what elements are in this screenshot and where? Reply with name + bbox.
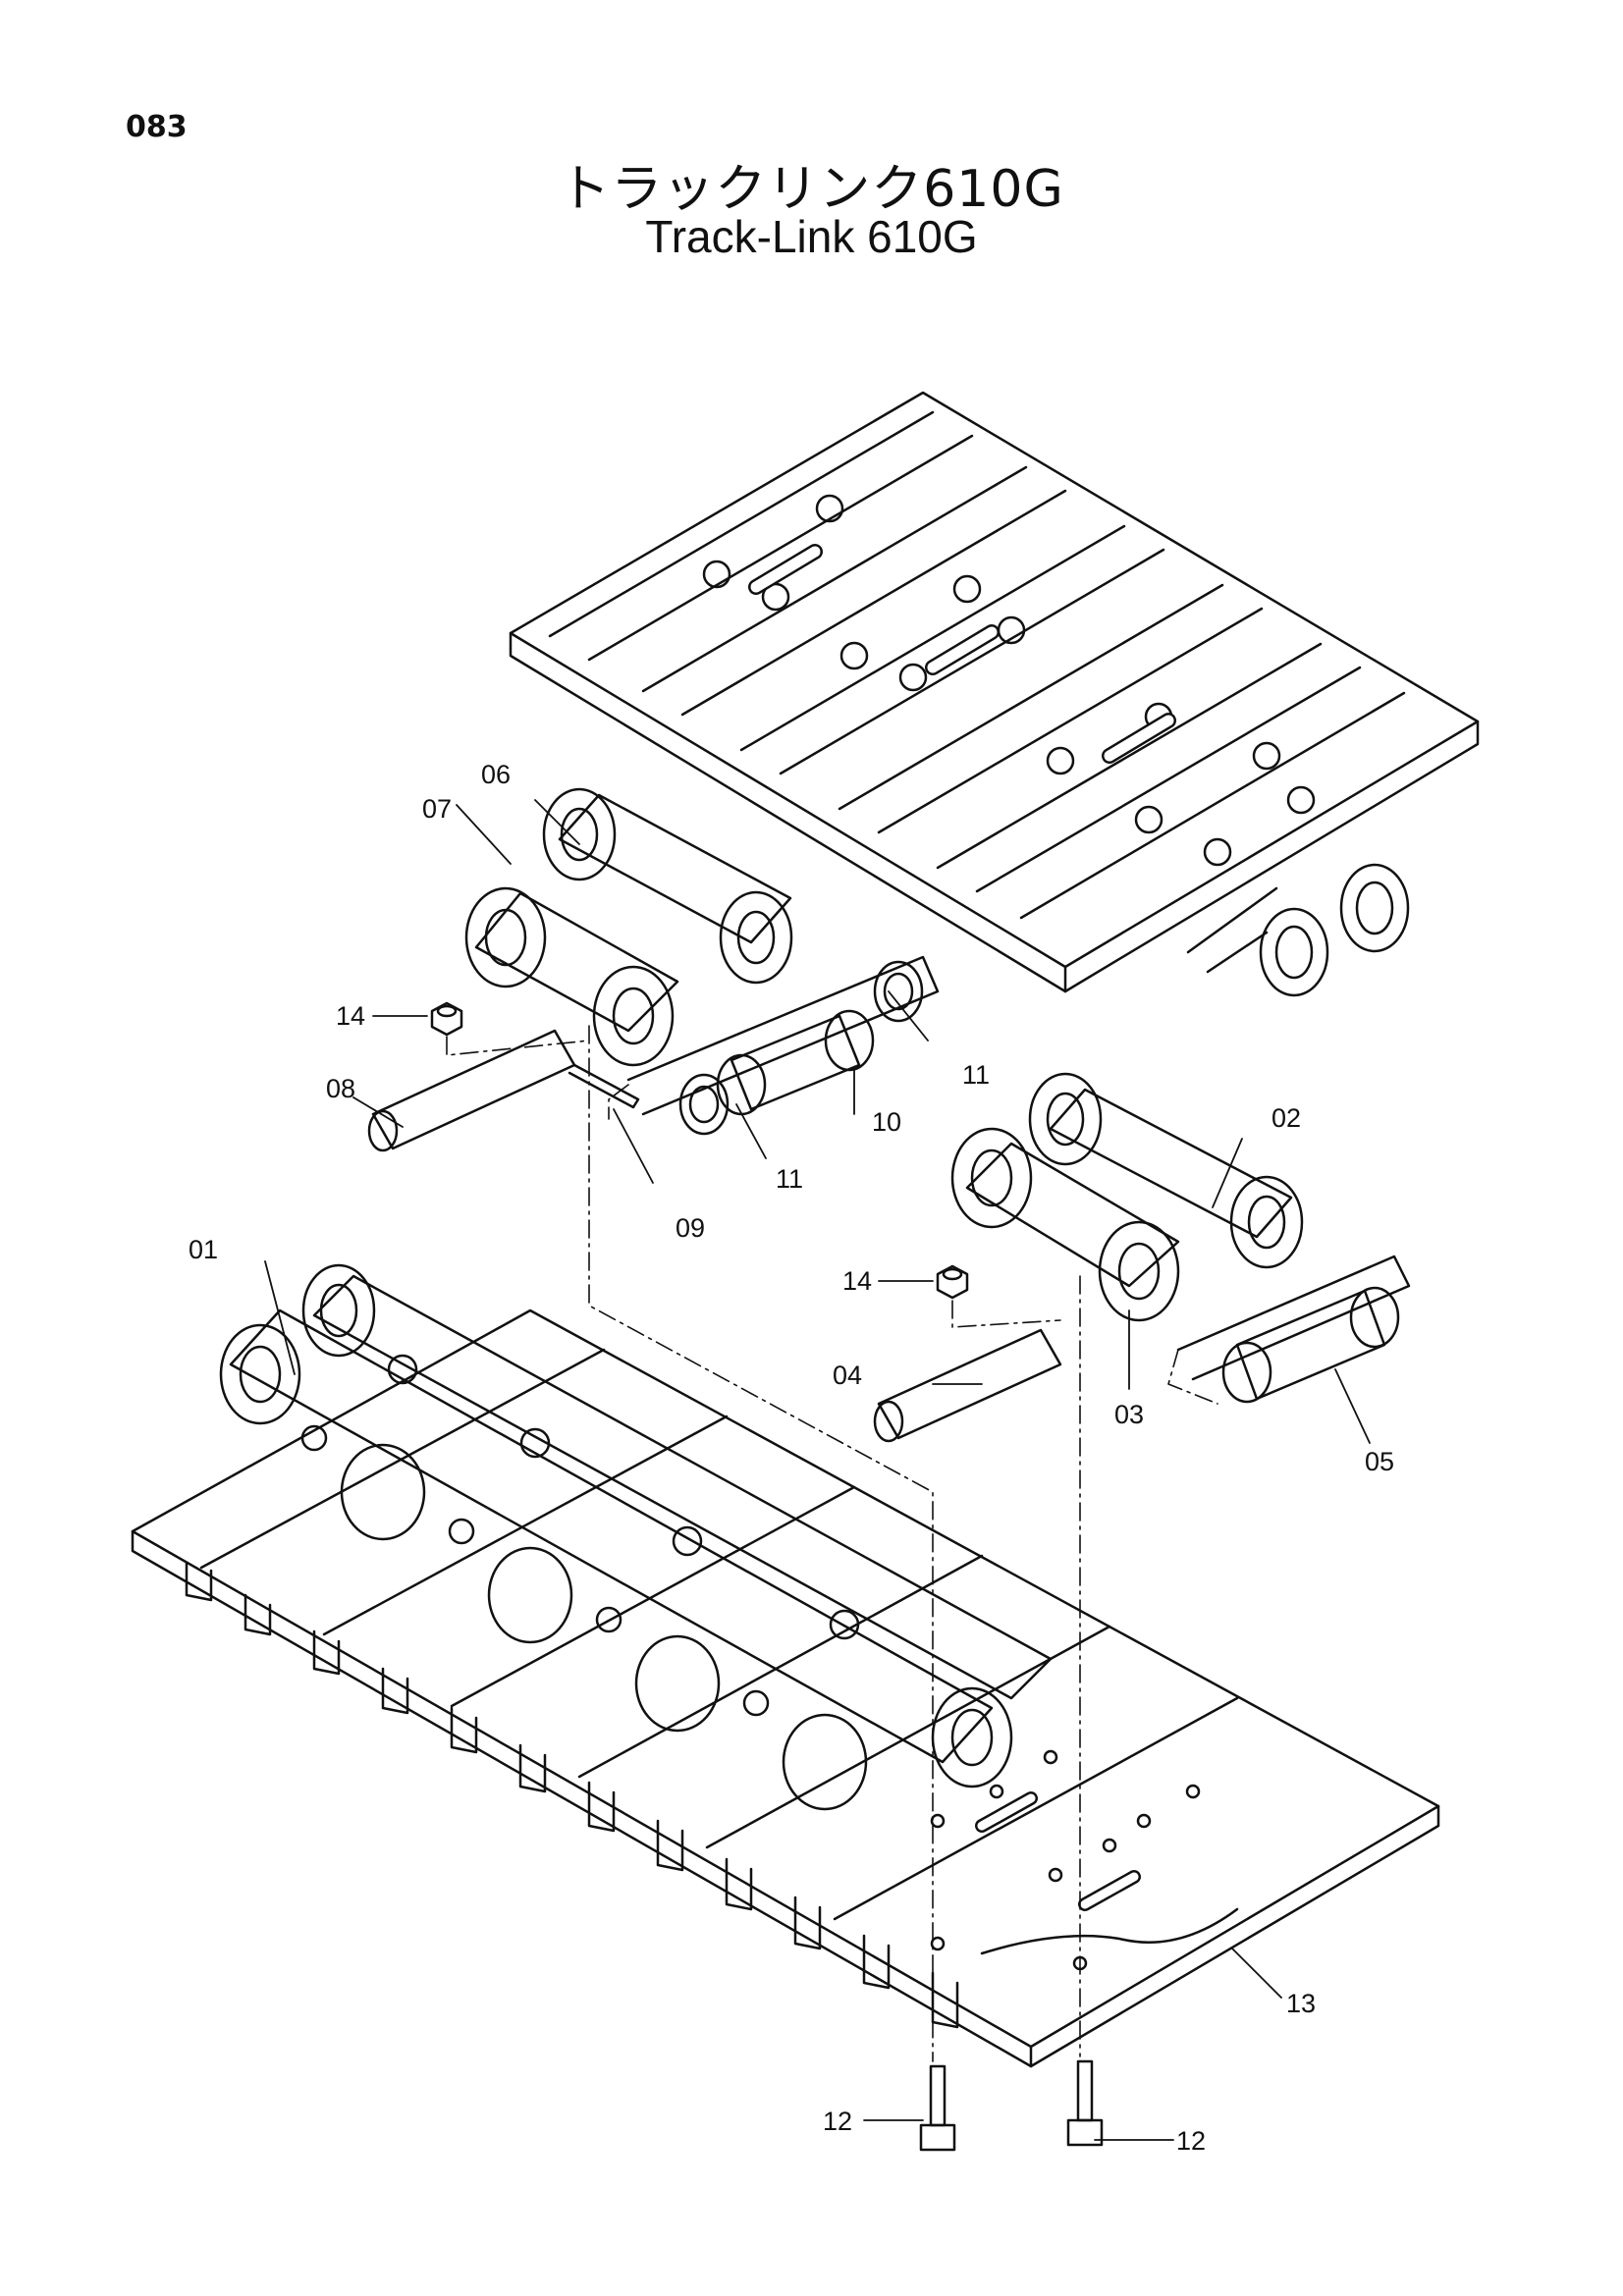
nut-14-lower bbox=[936, 1264, 969, 1300]
callout-09: 09 bbox=[676, 1213, 705, 1243]
title-japanese: トラックリンク610G bbox=[559, 160, 1064, 219]
bolt-12-right bbox=[1066, 2059, 1104, 2147]
page-number: 083 bbox=[126, 110, 188, 144]
callout-12-left: 12 bbox=[823, 2107, 852, 2136]
callout-11-right: 11 bbox=[962, 1060, 990, 1090]
callout-03: 03 bbox=[1114, 1400, 1144, 1429]
lower-link-chain bbox=[219, 1263, 1053, 1811]
bolt-12-left bbox=[919, 2064, 956, 2152]
callout-11-left: 11 bbox=[776, 1164, 803, 1194]
callout-02: 02 bbox=[1271, 1103, 1301, 1133]
callout-14-lower: 14 bbox=[842, 1266, 872, 1296]
pin-04 bbox=[873, 1328, 1062, 1443]
alignment-lines bbox=[446, 1025, 1218, 2062]
bushing-05 bbox=[1176, 1255, 1411, 1404]
callout-01: 01 bbox=[189, 1235, 218, 1264]
callout-07: 07 bbox=[422, 794, 452, 824]
link-pair-06-07 bbox=[464, 787, 793, 1067]
callout-13: 13 bbox=[1286, 1989, 1316, 2018]
callout-10: 10 bbox=[872, 1107, 901, 1137]
pin-08 bbox=[367, 1029, 576, 1152]
callout-06: 06 bbox=[481, 760, 511, 789]
seal-rings-11 bbox=[678, 960, 924, 1136]
callout-labels: 01 02 03 04 05 06 07 08 09 10 11 11 12 1… bbox=[189, 760, 1394, 2156]
lower-shoe-bolt-holes bbox=[930, 1749, 1201, 1971]
upper-shoe-assembly bbox=[509, 391, 1480, 997]
link-pair-02-03 bbox=[950, 1072, 1304, 1322]
nut-14-upper bbox=[430, 1001, 463, 1037]
upper-shoe-bolt-heads bbox=[702, 494, 1316, 867]
lower-shoe-grousers bbox=[185, 1561, 959, 2029]
callout-12-right: 12 bbox=[1176, 2126, 1206, 2156]
callout-04: 04 bbox=[833, 1361, 862, 1390]
callout-05: 05 bbox=[1365, 1447, 1394, 1476]
lower-shoe-assembly bbox=[131, 1263, 1440, 2068]
bushing-10 bbox=[626, 955, 940, 1116]
upper-link-chain bbox=[1186, 863, 1410, 997]
cotter-pin-09 bbox=[568, 1063, 640, 1109]
callout-08: 08 bbox=[326, 1074, 355, 1103]
callout-14-upper: 14 bbox=[336, 1001, 365, 1031]
title-english: Track-Link 610G bbox=[645, 211, 978, 262]
leader-lines bbox=[264, 799, 1371, 2141]
